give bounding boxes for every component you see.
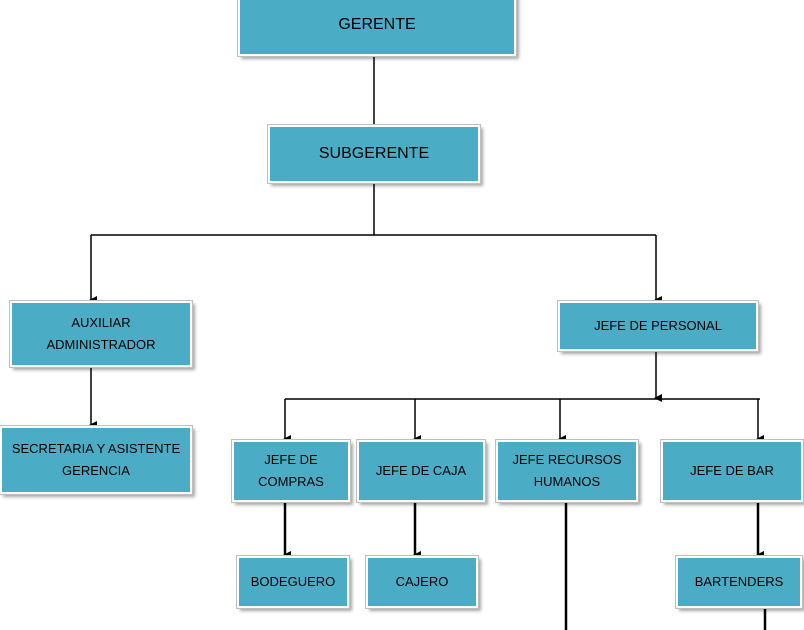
node-secretaria-asistente-gerencia: SECRETARIA Y ASISTENTE GERENCIA (0, 425, 193, 495)
node-cajero: CAJERO (365, 555, 479, 609)
node-gerente: GERENTE (237, 0, 517, 57)
node-jefe-de-compras: JEFE DE COMPRAS (231, 439, 351, 503)
node-jefe-de-personal: JEFE DE PERSONAL (557, 300, 759, 352)
node-auxiliar-administrador: AUXILIAR ADMINISTRADOR (9, 300, 193, 368)
node-bartenders: BARTENDERS (675, 555, 803, 609)
node-subgerente: SUBGERENTE (267, 124, 481, 184)
node-jefe-de-bar: JEFE DE BAR (660, 439, 804, 503)
node-jefe-de-caja: JEFE DE CAJA (356, 439, 486, 503)
node-jefe-recursos-humanos: JEFE RECURSOS HUMANOS (495, 439, 639, 503)
node-bodeguero: BODEGUERO (236, 555, 350, 609)
